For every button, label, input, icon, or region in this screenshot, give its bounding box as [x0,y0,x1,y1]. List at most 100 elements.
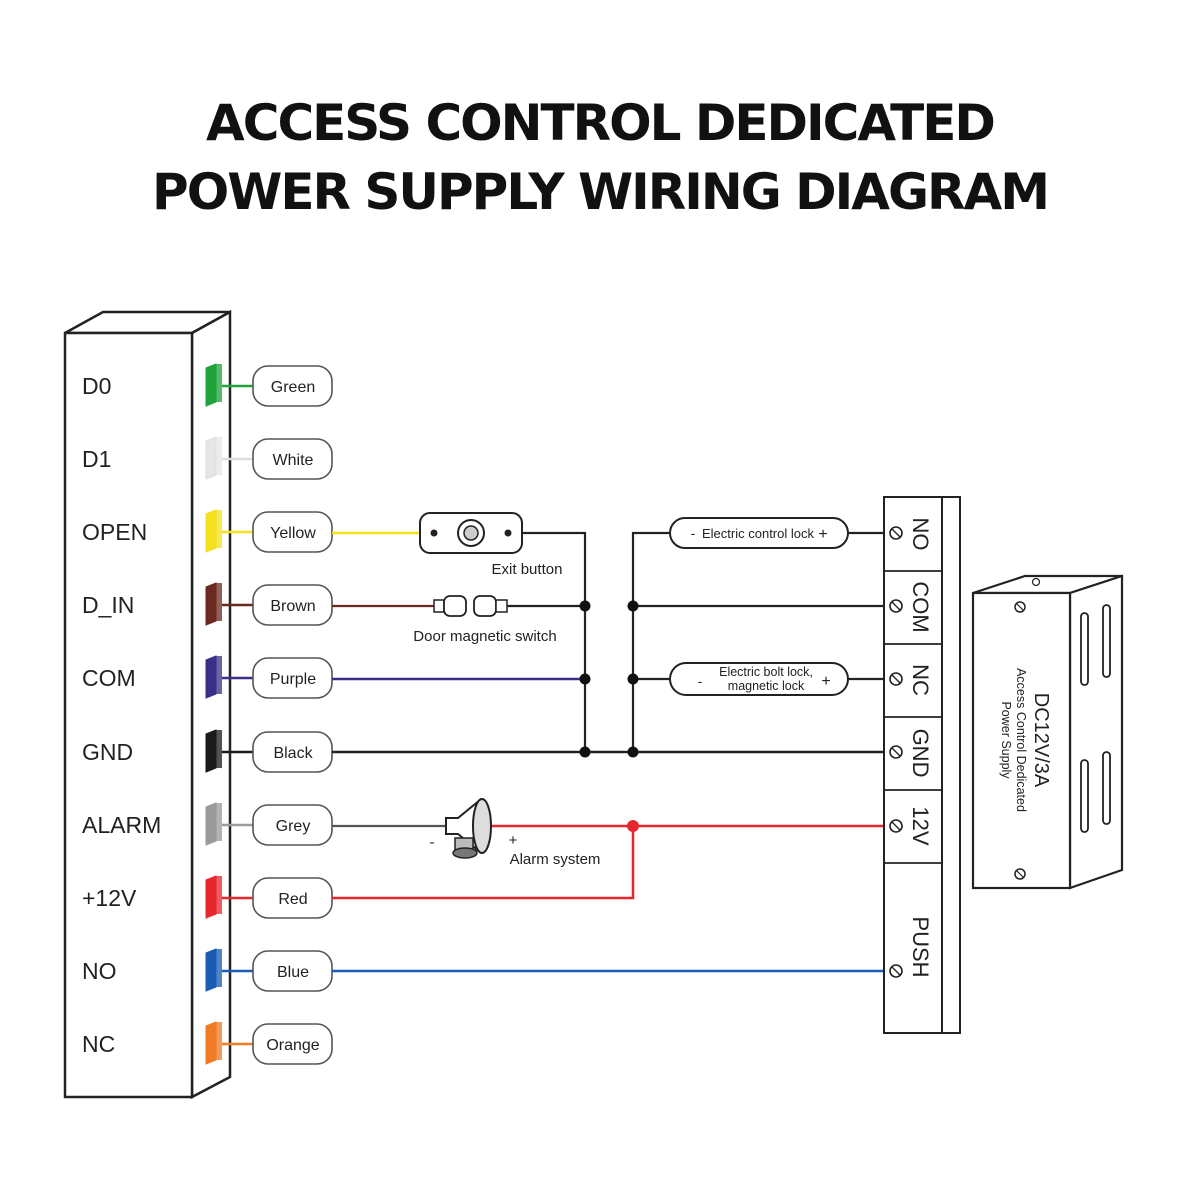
pin-d0: D0 Green [82,363,333,407]
pin-connector [205,363,217,407]
pin-connector [205,655,217,699]
terminal-screw-slot [891,821,901,831]
terminal-screw-slot [891,747,901,757]
pin-connector [205,436,217,480]
pin-label: GND [82,739,133,765]
wire-color-pill [252,438,333,480]
alarm-system-label: Alarm system [510,851,601,868]
pin-connector-edge [216,510,222,548]
wire-color-label: Orange [266,1037,319,1054]
pin-open: OPEN Yellow [82,509,333,553]
pin-d1: D1 White [82,436,333,480]
wire-color-label: Yellow [270,525,316,542]
exit-button-device: Exit button [419,512,563,578]
pin-connector-edge [216,364,222,402]
wire-color-label: White [273,452,314,469]
pin-com: COM Purple [82,655,333,699]
pin-connector [205,729,217,773]
electric-control-lock: - Electric control lock + [669,517,849,549]
terminal-label: PUSH [908,916,933,977]
pin-connector-edge [216,437,222,475]
terminal-push: PUSH [889,916,933,978]
control-lock-label: Electric control lock [702,526,814,541]
alarm-minus-sign: - [430,834,435,851]
power-supply-label-2: Power Supply [999,701,1013,779]
control-lock-plus: + [818,526,827,543]
bolt-lock-minus: - [698,673,703,689]
junction-dots [579,600,639,832]
exit-button-label: Exit button [492,561,563,578]
pin--12v: +12V Red [82,875,333,919]
wire-color-label: Purple [270,671,316,688]
power-supply-rating: DC12V/3A [1030,693,1052,788]
pin-connector-edge [216,730,222,768]
wire-color-label: Black [273,745,313,762]
pin-label: ALARM [82,812,161,838]
power-supply-label-1: Access Control Dedicated [1014,668,1028,812]
electric-bolt-lock: - Electric bolt lock, magnetic lock + [669,662,849,696]
terminal-nc: NC [889,664,933,696]
terminal-no: NO [889,518,933,551]
pin-connector-edge [216,803,222,841]
wire-color-pill [252,365,333,407]
pin-connector [205,948,217,992]
bolt-lock-label-2: magnetic lock [728,679,805,693]
pin-connector-edge [216,876,222,914]
power-supply-unit: DC12V/3A Access Control Dedicated Power … [971,574,1124,890]
pin-connector-edge [216,949,222,987]
pin-connector [205,582,217,626]
door-switch-label: Door magnetic switch [413,628,556,645]
wire-color-label: Grey [276,818,311,835]
wire-color-label: Red [278,891,307,908]
pin-label: D_IN [82,592,134,618]
terminal-screw-slot [891,674,901,684]
pin-no: NO Blue [82,948,333,992]
pin-connector [205,802,217,846]
terminal-com: COM [889,581,933,633]
wire-color-label: Green [271,379,315,396]
bolt-lock-label-1: Electric bolt lock, [719,665,813,679]
terminal-screws: NO COM NC GND 12V PUSH [889,518,933,978]
bolt-lock-plus: + [821,673,830,690]
terminal-screw-slot [891,528,901,538]
pin-label: +12V [82,885,137,911]
pin-label: NO [82,958,117,984]
terminal-screw-slot [891,601,901,611]
wire-color-label: Brown [270,598,315,615]
terminal-12v: 12V [889,806,933,846]
pin-connector [205,509,217,553]
pin-label: COM [82,665,136,691]
wire-color-pill [252,1023,333,1065]
terminal-label: 12V [908,806,933,845]
circuit-wires [332,531,886,973]
pin-label: D0 [82,373,111,399]
diagram-title-line-2: POWER SUPPLY WIRING DIAGRAM [152,163,1050,221]
alarm-plus-sign: + [509,832,518,849]
pin-connector [205,1021,217,1065]
terminal-screw-slot [891,966,901,976]
terminal-label: GND [908,729,933,778]
pin-connector-edge [216,656,222,694]
terminal-gnd: GND [889,729,933,778]
pin-connector [205,875,217,919]
pin-label: D1 [82,446,111,472]
pin-connector-edge [216,583,222,621]
pin-connector-edge [216,1022,222,1060]
door-magnetic-switch-device: Door magnetic switch [413,595,557,645]
diagram-title-line-1: ACCESS CONTROL DEDICATED [206,94,996,152]
pin-d-in: D_IN Brown [82,582,333,626]
lock-bus-wire [631,531,670,752]
terminal-label: NC [908,664,933,696]
control-lock-minus: - [691,525,696,541]
power-terminal-block [883,496,961,1034]
terminal-label: NO [908,518,933,551]
pin-label: OPEN [82,519,147,545]
terminal-label: COM [908,581,933,632]
pin-gnd: GND Black [82,729,333,773]
alarm-siren-device: - + Alarm system [430,797,601,868]
red-wire [332,826,635,900]
wire-color-label: Blue [277,964,309,981]
